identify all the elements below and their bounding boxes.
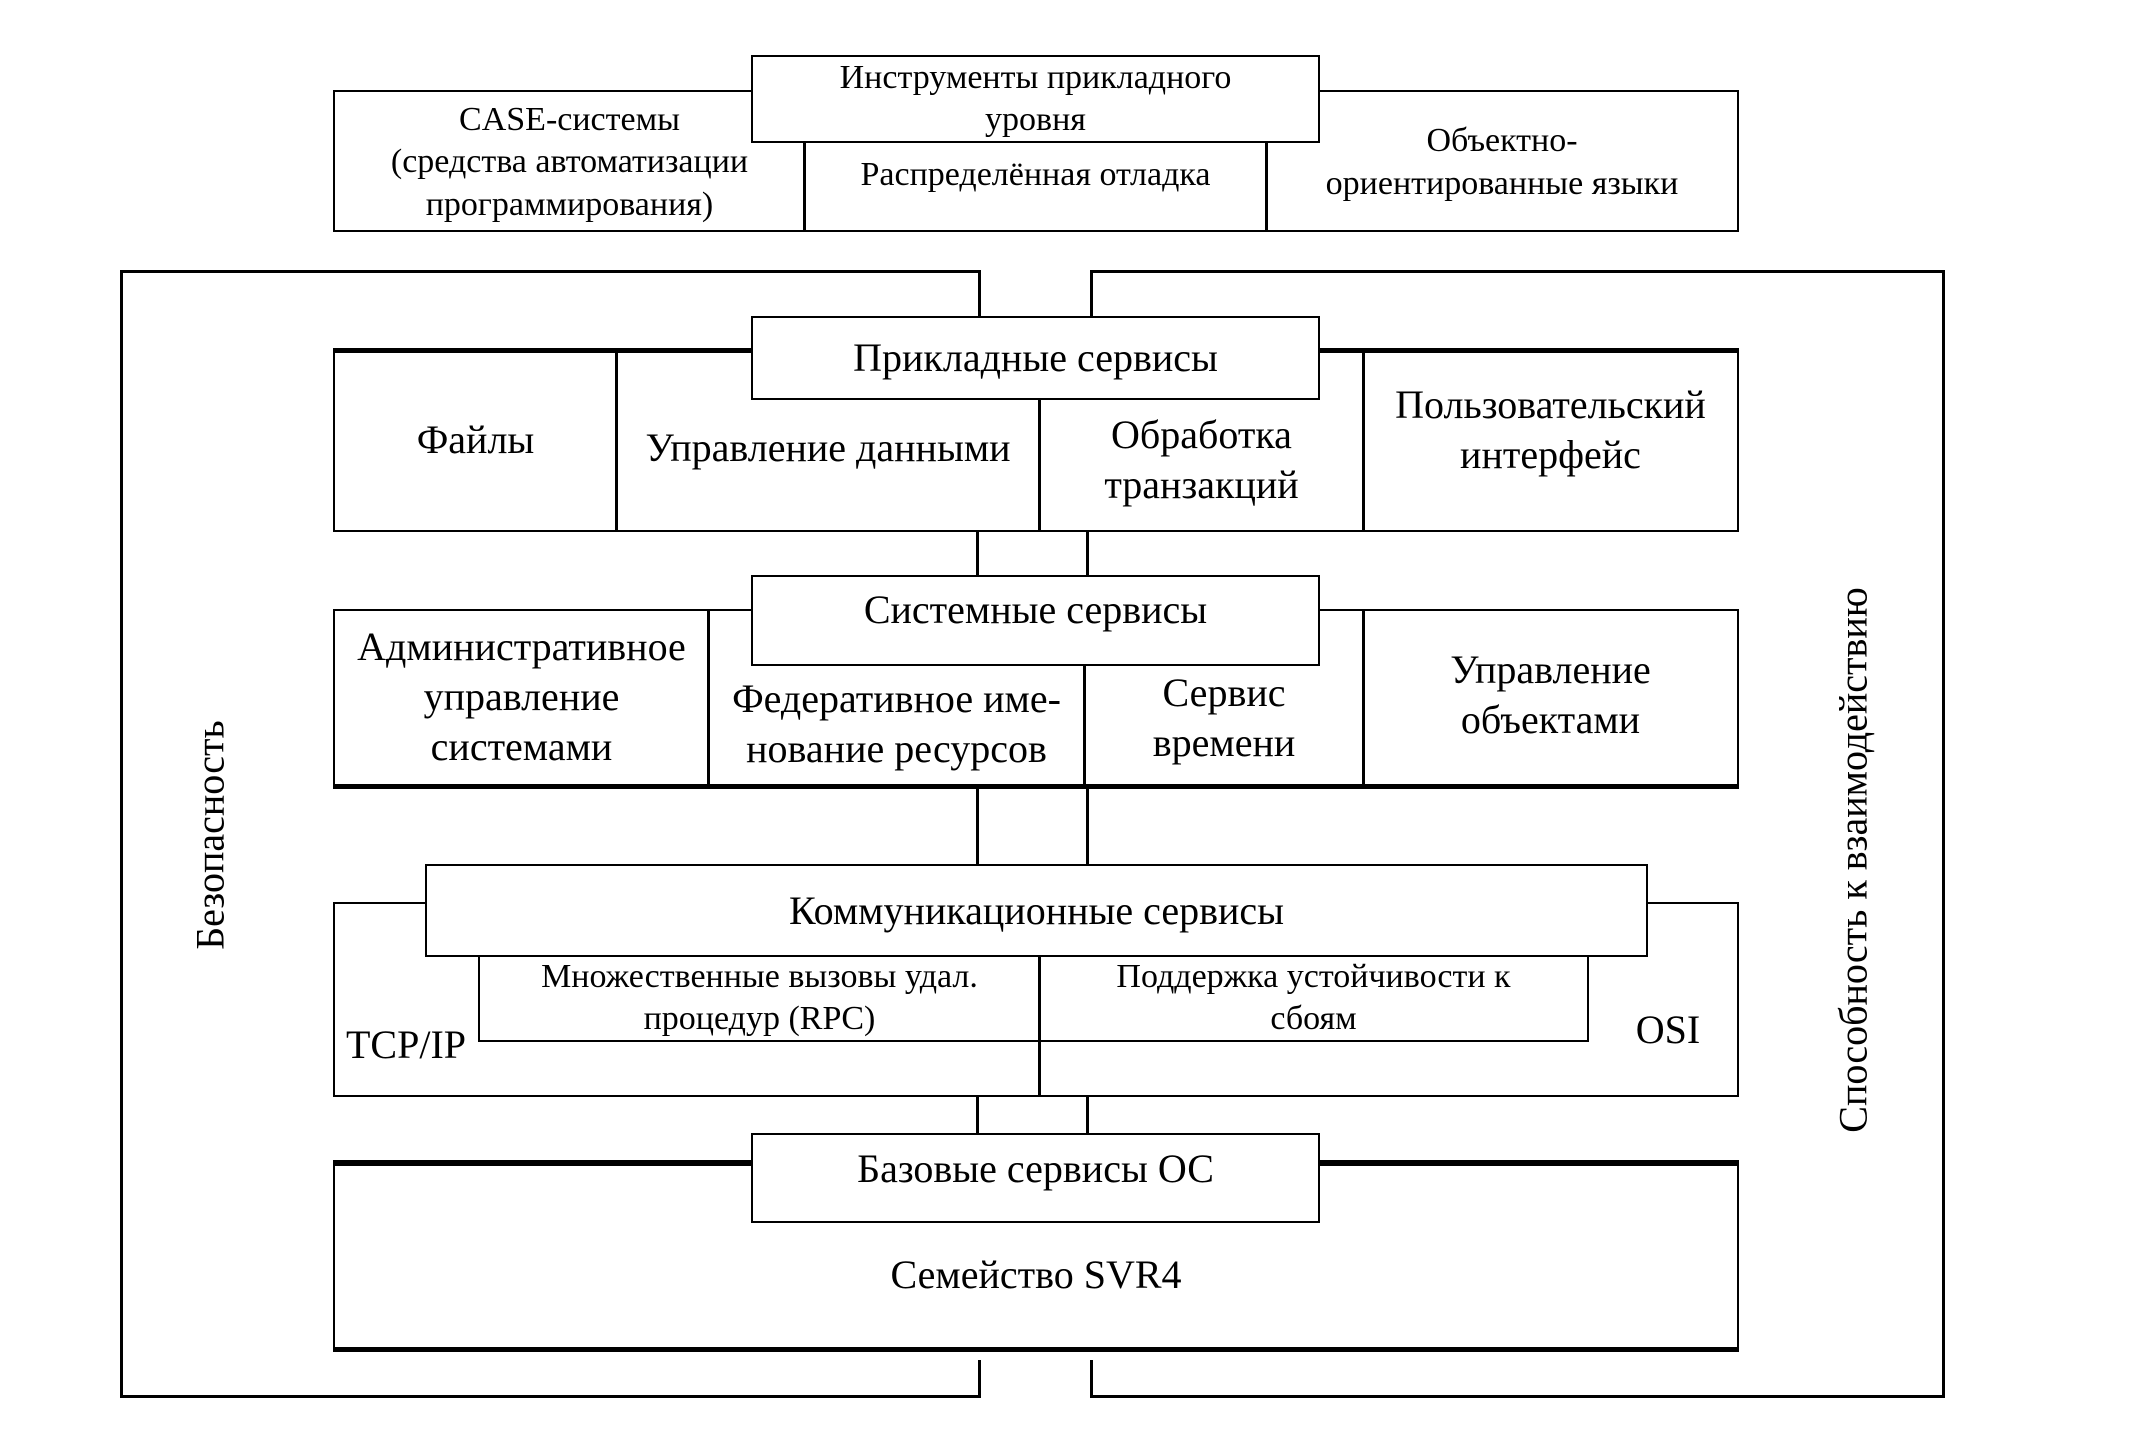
data-management-cell: Управление данными — [645, 424, 1011, 470]
comm-services-header-box — [425, 864, 1648, 957]
naming-cell: Федеративное име- нование ресурсов — [732, 675, 1061, 771]
os-services-header: Базовые сервисы ОС — [857, 1146, 1214, 1191]
time-cell: Сервис времени — [1152, 669, 1296, 765]
user-interface-cell: Пользовательский интерфейс — [1395, 382, 1706, 477]
connector-right-2 — [1086, 788, 1089, 866]
outer-frame-right-notch — [1090, 270, 1093, 320]
tools-header: Инструменты прикладного уровня — [839, 58, 1232, 139]
tcpip-label: TCP/IP — [345, 1022, 467, 1067]
svr4-family: Семейство SVR4 — [890, 1252, 1182, 1297]
outer-frame-top-left — [120, 270, 980, 273]
outer-frame-left-notch — [978, 270, 981, 320]
security-label: Безопасность — [187, 720, 233, 950]
connector-left-3 — [976, 1095, 979, 1135]
fault-tolerance-cell: Поддержка устойчивости к сбоям — [1116, 957, 1511, 1038]
outer-frame-left — [120, 270, 123, 1398]
sys-divider-3 — [1362, 609, 1365, 789]
rpc-cell: Множественные вызовы удал. процедур (RPC… — [541, 957, 978, 1038]
connector-right-3 — [1086, 1095, 1089, 1135]
sys-divider-2 — [1083, 664, 1086, 789]
app-services-header: Прикладные сервисы — [853, 335, 1218, 380]
comm-divider-lower — [1038, 1040, 1041, 1097]
connector-left-2 — [976, 788, 979, 866]
comm-inner-box — [478, 955, 1589, 1042]
outer-frame-right — [1942, 270, 1945, 1398]
outer-frame-left-notch-bottom — [978, 1360, 981, 1398]
outer-frame-bottom-right — [1090, 1395, 1945, 1398]
tools-header-box — [751, 55, 1320, 143]
transactions-cell: Обработка транзакций — [1104, 412, 1299, 507]
sys-divider-1 — [707, 609, 710, 789]
outer-frame-bottom-left — [120, 1395, 980, 1398]
app-divider-3 — [1362, 348, 1365, 532]
connector-right-1 — [1086, 530, 1089, 575]
app-services-header-box — [751, 316, 1320, 400]
app-divider-2 — [1038, 398, 1041, 532]
app-divider-1 — [615, 350, 618, 532]
distributed-debugging: Распределённая отладка — [860, 155, 1211, 193]
outer-frame-right-notch-bottom — [1090, 1360, 1093, 1398]
sys-services-header-box — [751, 575, 1320, 666]
connector-left-1 — [976, 530, 979, 575]
os-services-header-box — [751, 1133, 1320, 1223]
osi-label: OSI — [1635, 1007, 1701, 1052]
outer-frame-top-right — [1090, 270, 1945, 273]
tools-divider-1 — [803, 140, 806, 232]
files-cell: Файлы — [416, 417, 535, 462]
sys-services-header: Системные сервисы — [863, 587, 1208, 632]
interoperability-label: Способность к взаимодействию — [1830, 587, 1876, 1133]
oo-languages: Объектно- ориентированные языки — [1325, 122, 1679, 202]
comm-services-header: Коммуникационные сервисы — [788, 887, 1285, 933]
case-tools: CASE-системы (средства автоматизации про… — [390, 100, 749, 223]
admin-cell: Административное управление системами — [357, 624, 686, 769]
comm-inner-divider — [1038, 955, 1041, 1042]
objects-cell: Управление объектами — [1450, 647, 1651, 742]
tools-divider-2 — [1265, 140, 1268, 232]
